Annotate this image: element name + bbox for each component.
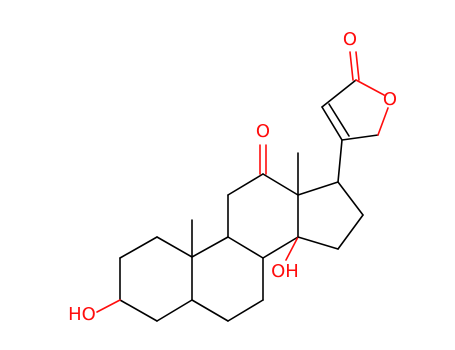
lactone-carbonyl-oxygen-label: O — [343, 29, 357, 50]
ring-a — [119, 236, 193, 322]
butenolide-ring — [321, 51, 389, 141]
c14-hydroxyl-bond — [285, 236, 299, 261]
c3-hydroxyl — [96, 299, 121, 313]
ring-c — [227, 173, 299, 259]
ring-oxygen-label: O — [383, 89, 397, 110]
ring-d — [297, 181, 364, 250]
ketone-oxygen-label: O — [256, 121, 270, 142]
c3-hydroxyl-label: HO — [68, 304, 96, 325]
c12-ketone — [259, 144, 267, 175]
c17-substituent-bond — [337, 139, 343, 183]
c14-hydroxyl-label: OH — [271, 261, 299, 282]
ring-b — [191, 236, 264, 322]
